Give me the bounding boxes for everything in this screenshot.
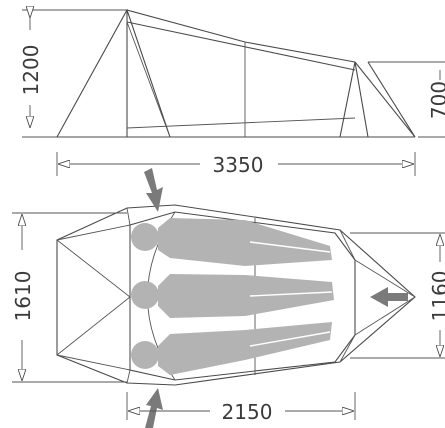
sleeper-2 [131, 274, 334, 318]
dimension-inner-rear-width: 1160 [350, 232, 445, 359]
overall-length-label: 3350 [213, 153, 264, 177]
entry-arrows [144, 168, 408, 428]
inner-rear-width-label: 1160 [428, 271, 445, 322]
entry-arrow-bottom [145, 388, 163, 428]
entry-arrow-rear [370, 287, 408, 307]
side-view [56, 8, 416, 138]
overall-width-label: 1610 [11, 271, 35, 322]
dimension-overall-length: 3350 [56, 152, 416, 177]
dimension-overall-width: 1610 [11, 212, 127, 383]
dimension-inner-length: 2150 [126, 392, 356, 424]
side-height-label: 1200 [19, 45, 43, 96]
dimension-side-height: 1200 [19, 10, 127, 138]
sleeper-1 [131, 218, 332, 266]
side-rear-height-label: 700 [427, 81, 445, 119]
entry-arrow-top [144, 168, 163, 212]
inner-length-label: 2150 [222, 400, 273, 424]
sleepers [131, 218, 334, 375]
dimension-side-rear-height: 700 [368, 61, 445, 138]
sleeper-3 [131, 322, 332, 375]
